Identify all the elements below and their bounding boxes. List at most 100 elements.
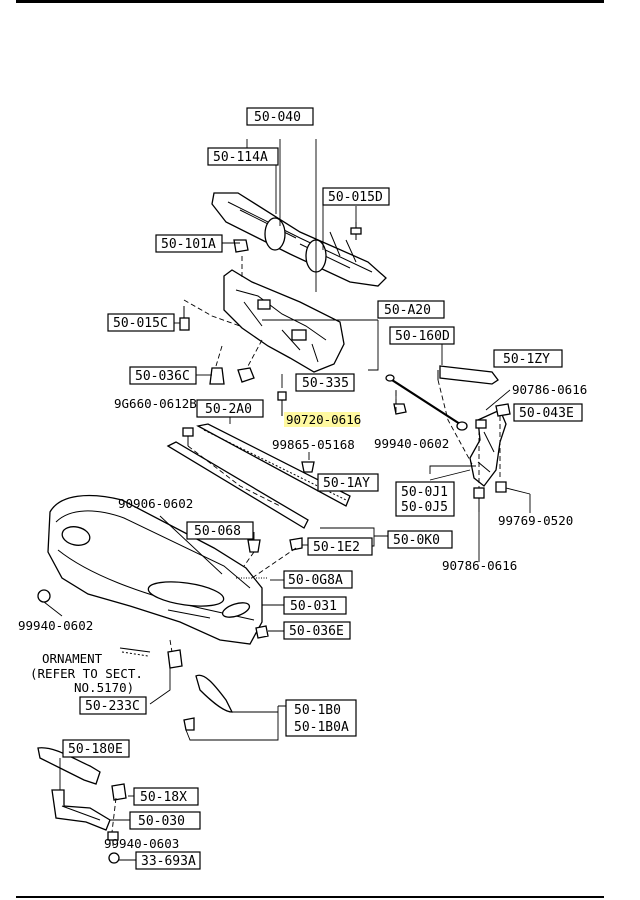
box-50-043e <box>513 403 583 422</box>
bolt-9g660-0612b <box>182 427 194 446</box>
box-50-015d <box>322 187 390 206</box>
clip-50-101a <box>233 239 249 253</box>
bottom-border-rule <box>16 896 604 898</box>
box-33-693a <box>135 851 201 870</box>
clip-50-1e2 <box>289 537 303 551</box>
bolt-90720-0616 <box>277 391 287 416</box>
bolt-50-068 <box>247 539 261 553</box>
top-border-rule <box>16 0 604 3</box>
bumper-support-bracket <box>223 269 345 373</box>
label-50-1b0a: 50-1B0A <box>294 720 349 735</box>
label-50-068: 50-068 <box>194 524 241 539</box>
bolt-50-015d <box>350 222 362 240</box>
box-50-1ay <box>317 473 379 492</box>
box-50-18x <box>133 787 199 806</box>
boxed-label-texts: 50-040 50-114A 50-015D 50-101A 50-015C 5… <box>68 110 574 869</box>
box-50-233c <box>79 696 147 715</box>
label-99940-0602-left: 99940-0602 <box>18 618 93 633</box>
label-50-18x: 50-18X <box>140 790 187 805</box>
rod-50-1zy <box>437 365 499 385</box>
label-33-693a: 33-693A <box>141 854 196 869</box>
screw-50-1b0 <box>183 717 195 731</box>
box-50-031 <box>283 596 347 615</box>
label-50-040: 50-040 <box>254 110 301 125</box>
box-50-036c <box>129 366 197 385</box>
plain-label-texts: 90786-0616 9G660-0612B 90720-0616 99865-… <box>18 382 587 851</box>
box-50-015c <box>107 313 175 332</box>
label-50-015d: 50-015D <box>328 190 383 205</box>
label-50-180e: 50-180E <box>68 742 123 757</box>
label-90786-0616-lower: 90786-0616 <box>442 558 517 573</box>
box-50-0j1-0j5 <box>395 481 455 517</box>
box-50-0g8a <box>283 570 353 589</box>
label-50-015c: 50-015C <box>113 316 168 331</box>
ornament-sticker <box>119 647 151 657</box>
label-90786-0616-upper: 90786-0616 <box>512 382 587 397</box>
box-50-160d <box>389 326 455 345</box>
ornament-note: ORNAMENT (REFER TO SECT. NO.5170) <box>30 651 143 695</box>
clip-99769-0520 <box>495 481 507 493</box>
box-50-114a <box>207 147 279 166</box>
box-50-a20 <box>377 300 445 319</box>
clip-50-036c <box>209 367 225 385</box>
dashed-connectors <box>111 256 501 833</box>
label-50-036c: 50-036C <box>135 369 190 384</box>
retainer-33-693a <box>108 852 120 864</box>
label-50-0j5: 50-0J5 <box>401 500 448 515</box>
label-50-a20: 50-A20 <box>384 303 431 318</box>
bolt-50-015c <box>179 306 190 331</box>
box-50-1b0-1b0a <box>285 699 357 737</box>
absorber-strip-50-1ay <box>166 441 309 529</box>
boxed-label-frames <box>62 107 583 870</box>
label-99940-0602-upper: 99940-0602 <box>374 436 449 451</box>
label-50-0g8a: 50-0G8A <box>288 573 343 588</box>
clip-50-036e <box>255 625 269 639</box>
label-99865-05168: 99865-05168 <box>272 437 355 452</box>
label-99769-0520: 99769-0520 <box>498 513 573 528</box>
box-50-335 <box>295 373 355 392</box>
box-50-2a0 <box>196 399 264 418</box>
box-50-030 <box>129 811 201 830</box>
label-50-335: 50-335 <box>302 376 349 391</box>
bracket-50-233c <box>167 649 183 669</box>
ornament-note-line3: NO.5170) <box>74 680 134 695</box>
label-50-114a: 50-114A <box>213 150 268 165</box>
front-bumper-cover <box>47 494 263 645</box>
bolt-90786-0616-upper <box>475 419 487 429</box>
absorber-strip-50-2a0 <box>196 423 351 507</box>
box-50-0k0 <box>387 530 453 549</box>
highlight-90720-0616 <box>284 412 360 427</box>
label-50-1b0: 50-1B0 <box>294 703 341 718</box>
label-50-160d: 50-160D <box>395 329 450 344</box>
box-50-1zy <box>493 349 563 368</box>
label-50-030: 50-030 <box>138 814 185 829</box>
label-50-036e: 50-036E <box>289 624 344 639</box>
box-50-101a <box>155 234 223 253</box>
nut-50-335 <box>237 367 255 383</box>
box-50-180e <box>62 739 130 758</box>
bolt-90786-0616-lower <box>473 487 485 512</box>
rod-50-160d <box>385 374 468 431</box>
ornament-note-line1: ORNAMENT <box>42 651 103 666</box>
label-90720-0616: 90720-0616 <box>286 412 361 427</box>
label-50-1zy: 50-1ZY <box>503 352 550 367</box>
label-50-0k0: 50-0K0 <box>393 533 440 548</box>
label-90906-0602: 90906-0602 <box>118 496 193 511</box>
box-50-1e2 <box>307 537 373 556</box>
label-50-0j1: 50-0J1 <box>401 485 448 500</box>
under-cover-50-1b0 <box>195 674 234 713</box>
clip-99865-05168 <box>301 461 315 473</box>
box-50-068 <box>186 521 254 540</box>
label-50-1e2: 50-1E2 <box>313 540 360 555</box>
strip-50-180e <box>37 747 101 785</box>
nut-50-043e <box>495 403 511 417</box>
bracket-50-030 <box>51 789 111 831</box>
label-50-2a0: 50-2A0 <box>205 402 252 417</box>
label-50-101a: 50-101A <box>161 237 216 252</box>
label-50-043e: 50-043E <box>519 406 574 421</box>
label-50-233c: 50-233C <box>85 699 140 714</box>
label-99940-0603: 99940-0603 <box>104 836 179 851</box>
box-50-040 <box>246 107 314 126</box>
